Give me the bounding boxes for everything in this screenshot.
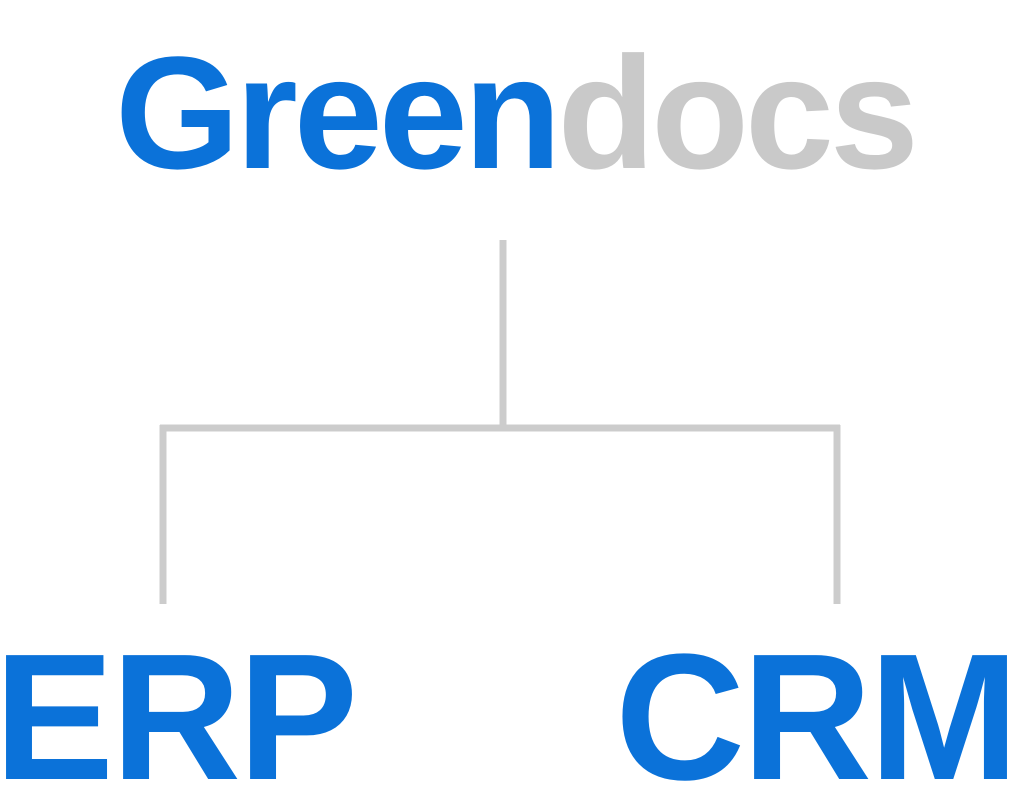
brand-title-docs: docs [557, 23, 918, 202]
node-crm: CRM [615, 617, 1019, 812]
node-erp: ERP [0, 617, 358, 812]
brand-title: Greendocs [0, 18, 1030, 208]
brand-title-green: Green [115, 23, 561, 202]
